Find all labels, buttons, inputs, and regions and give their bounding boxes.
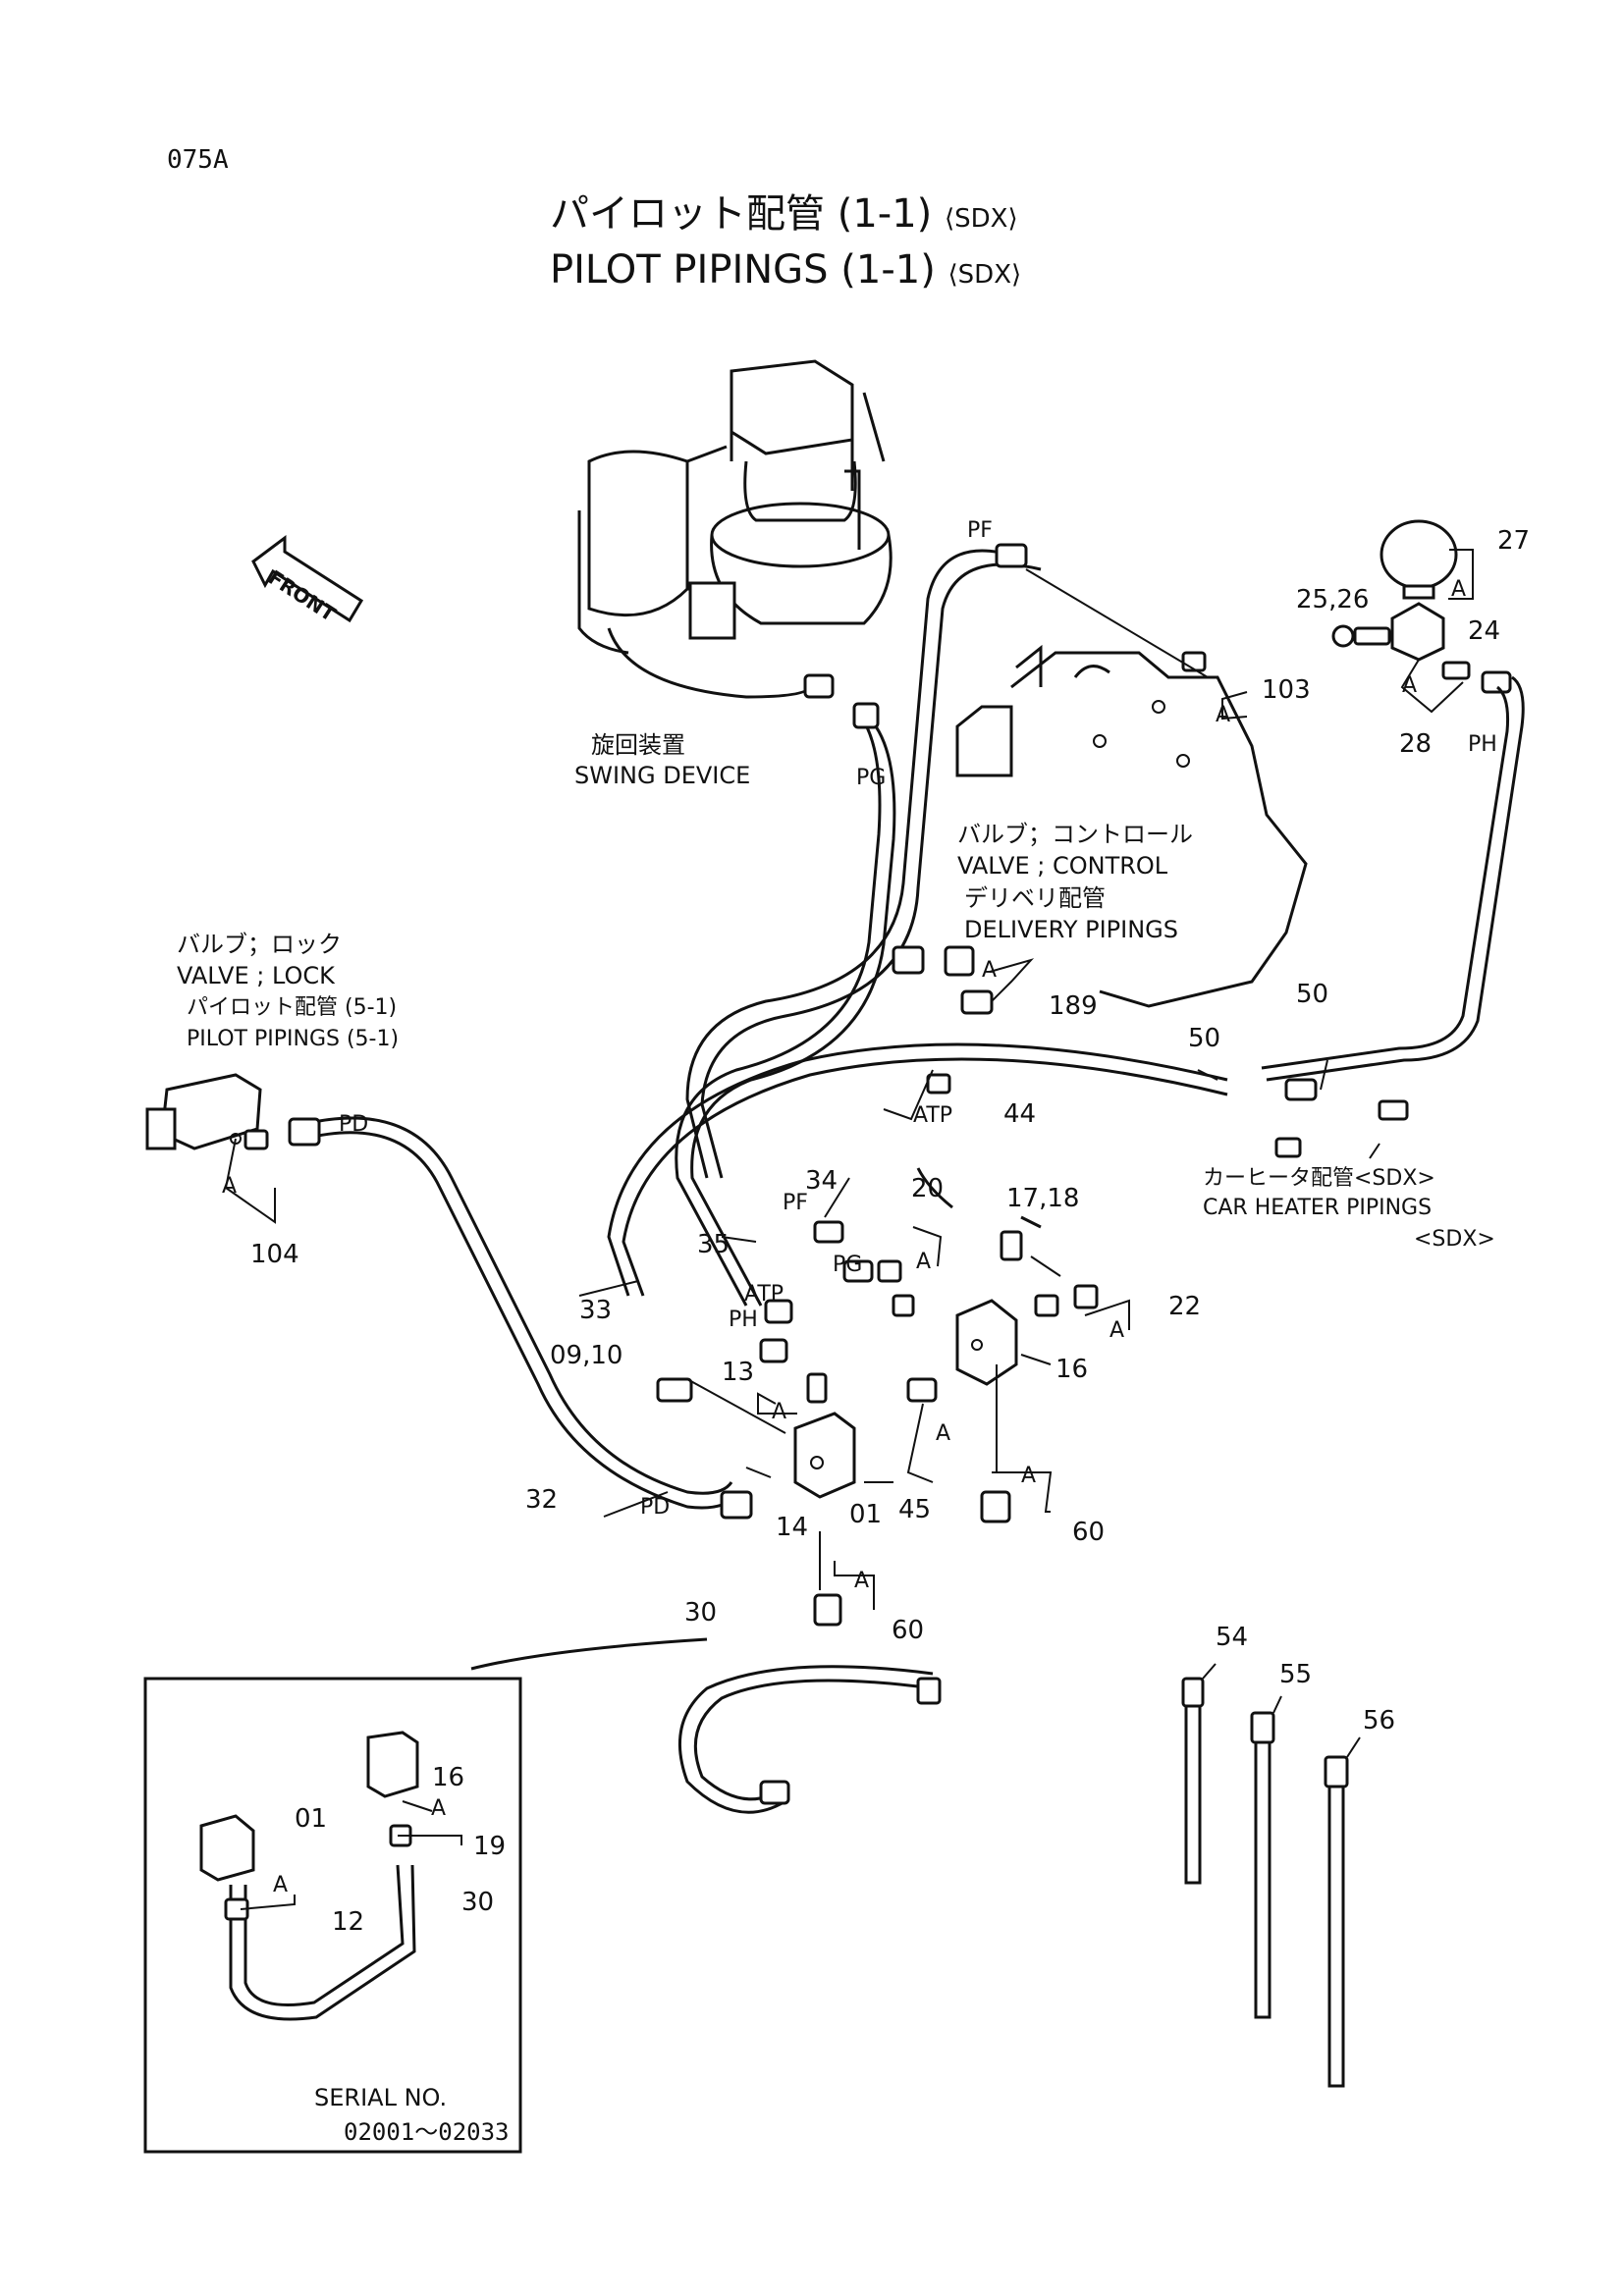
part-20: 20 [911,1174,945,1203]
page-code: 075A [167,145,229,175]
cable-ties [1181,1663,1361,2088]
part-22: 22 [1168,1292,1202,1321]
part-32: 32 [525,1485,559,1515]
inset-box [143,1677,522,2154]
a-marker: A [1451,577,1467,602]
control-valve-ja: バルブ；コントロール [957,821,1193,848]
swing-device-ja: 旋回装置 [591,731,685,759]
a-marker: A [1216,703,1231,727]
hoses [229,549,1525,2021]
block-01 [793,1412,856,1499]
inset-part-19: 19 [473,1832,507,1861]
serial-label: SERIAL NO. [314,2084,448,2111]
inset-part-30: 30 [461,1888,495,1917]
title-english: PILOT PIPINGS (1-1) ⟨SDX⟩ [550,250,1021,290]
port-atp-mid: ATP [913,1103,953,1128]
inset-part-01: 01 [295,1804,328,1834]
part-13: 13 [722,1358,755,1387]
part-01: 01 [849,1500,883,1529]
part-30: 30 [684,1598,718,1628]
title-ja-text: パイロット配管 (1-1) [550,191,933,237]
part-189: 189 [1049,991,1098,1021]
part-45: 45 [898,1495,932,1524]
control-valve-illustration [955,644,1308,1008]
title-en-text: PILOT PIPINGS (1-1) [550,247,936,293]
port-pd-low: PD [640,1495,671,1520]
part-35: 35 [697,1230,730,1259]
port-pd-left: PD [339,1112,369,1137]
delivery-pipings-en: DELIVERY PIPINGS [964,916,1178,943]
control-valve-en: VALVE ; CONTROL [957,852,1168,880]
accumulator-assembly [1331,519,1512,694]
a-marker: A [431,1796,447,1821]
part-54: 54 [1216,1623,1249,1652]
inset-part-12: 12 [332,1907,365,1937]
swing-device-en: SWING DEVICE [574,762,751,789]
part-33: 33 [579,1296,613,1325]
block-16 [955,1299,1018,1386]
a-marker: A [1109,1318,1125,1343]
fittings [243,543,1409,1805]
car-heater-en: CAR HEATER PIPINGS [1203,1196,1433,1220]
lock-valve-ja: バルブ；ロック [177,931,342,958]
a-marker: A [1021,1464,1037,1488]
car-heater-tag: <SDX> [1414,1227,1495,1252]
part-28: 28 [1399,729,1433,759]
part-14: 14 [776,1513,809,1542]
port-pg-top: PG [856,766,887,790]
title-tag: ⟨SDX⟩ [944,204,1018,234]
car-heater-ja: カーヒータ配管<SDX> [1203,1166,1435,1191]
a-marker: A [916,1250,932,1274]
a-marker: A [273,1873,289,1897]
a-marker: A [222,1174,238,1199]
a-marker: A [1402,673,1418,698]
port-ph-low: PH [729,1308,758,1332]
port-atp-low: ATP [744,1282,784,1307]
lock-valve-illustration [145,1073,262,1150]
part-17-18: 17,18 [1006,1184,1080,1213]
part-104: 104 [250,1240,299,1269]
part-09-10: 09,10 [550,1341,623,1370]
a-marker: A [854,1569,870,1593]
swing-device-illustration [577,359,893,699]
inset-part-16: 16 [432,1763,465,1792]
pilot-pipings-5-1-en: PILOT PIPINGS (5-1) [187,1027,400,1051]
part-44: 44 [1003,1099,1037,1129]
part-16: 16 [1055,1355,1089,1384]
part-103: 103 [1262,675,1311,705]
lock-valve-en: VALVE ; LOCK [177,962,335,989]
port-ph-right: PH [1468,732,1497,757]
part-60-a: 60 [1072,1518,1106,1547]
a-marker: A [936,1421,951,1446]
port-pf-mid: PF [783,1191,808,1215]
title-tag-en: ⟨SDX⟩ [947,260,1022,290]
serial-range: 02001～02033 [344,2118,510,2146]
part-24: 24 [1468,616,1501,646]
delivery-pipings-ja: デリベリ配管 [964,884,1106,912]
part-50-a: 50 [1296,980,1329,1009]
part-60-b: 60 [892,1616,925,1645]
port-pg-mid: PG [833,1253,863,1277]
part-27: 27 [1497,526,1531,556]
part-34: 34 [805,1166,839,1196]
a-marker: A [772,1400,787,1424]
part-56: 56 [1363,1706,1396,1735]
a-marker: A [982,958,998,983]
part-25-26: 25,26 [1296,585,1370,614]
part-55: 55 [1279,1660,1313,1689]
port-pf-top: PF [967,518,993,543]
front-arrow-icon [251,535,364,623]
leader-lines [224,549,1474,1610]
title-japanese: パイロット配管 (1-1) ⟨SDX⟩ [550,194,1018,234]
pilot-pipings-5-1-ja: パイロット配管 (5-1) [187,995,398,1020]
part-50-b: 50 [1188,1024,1221,1053]
